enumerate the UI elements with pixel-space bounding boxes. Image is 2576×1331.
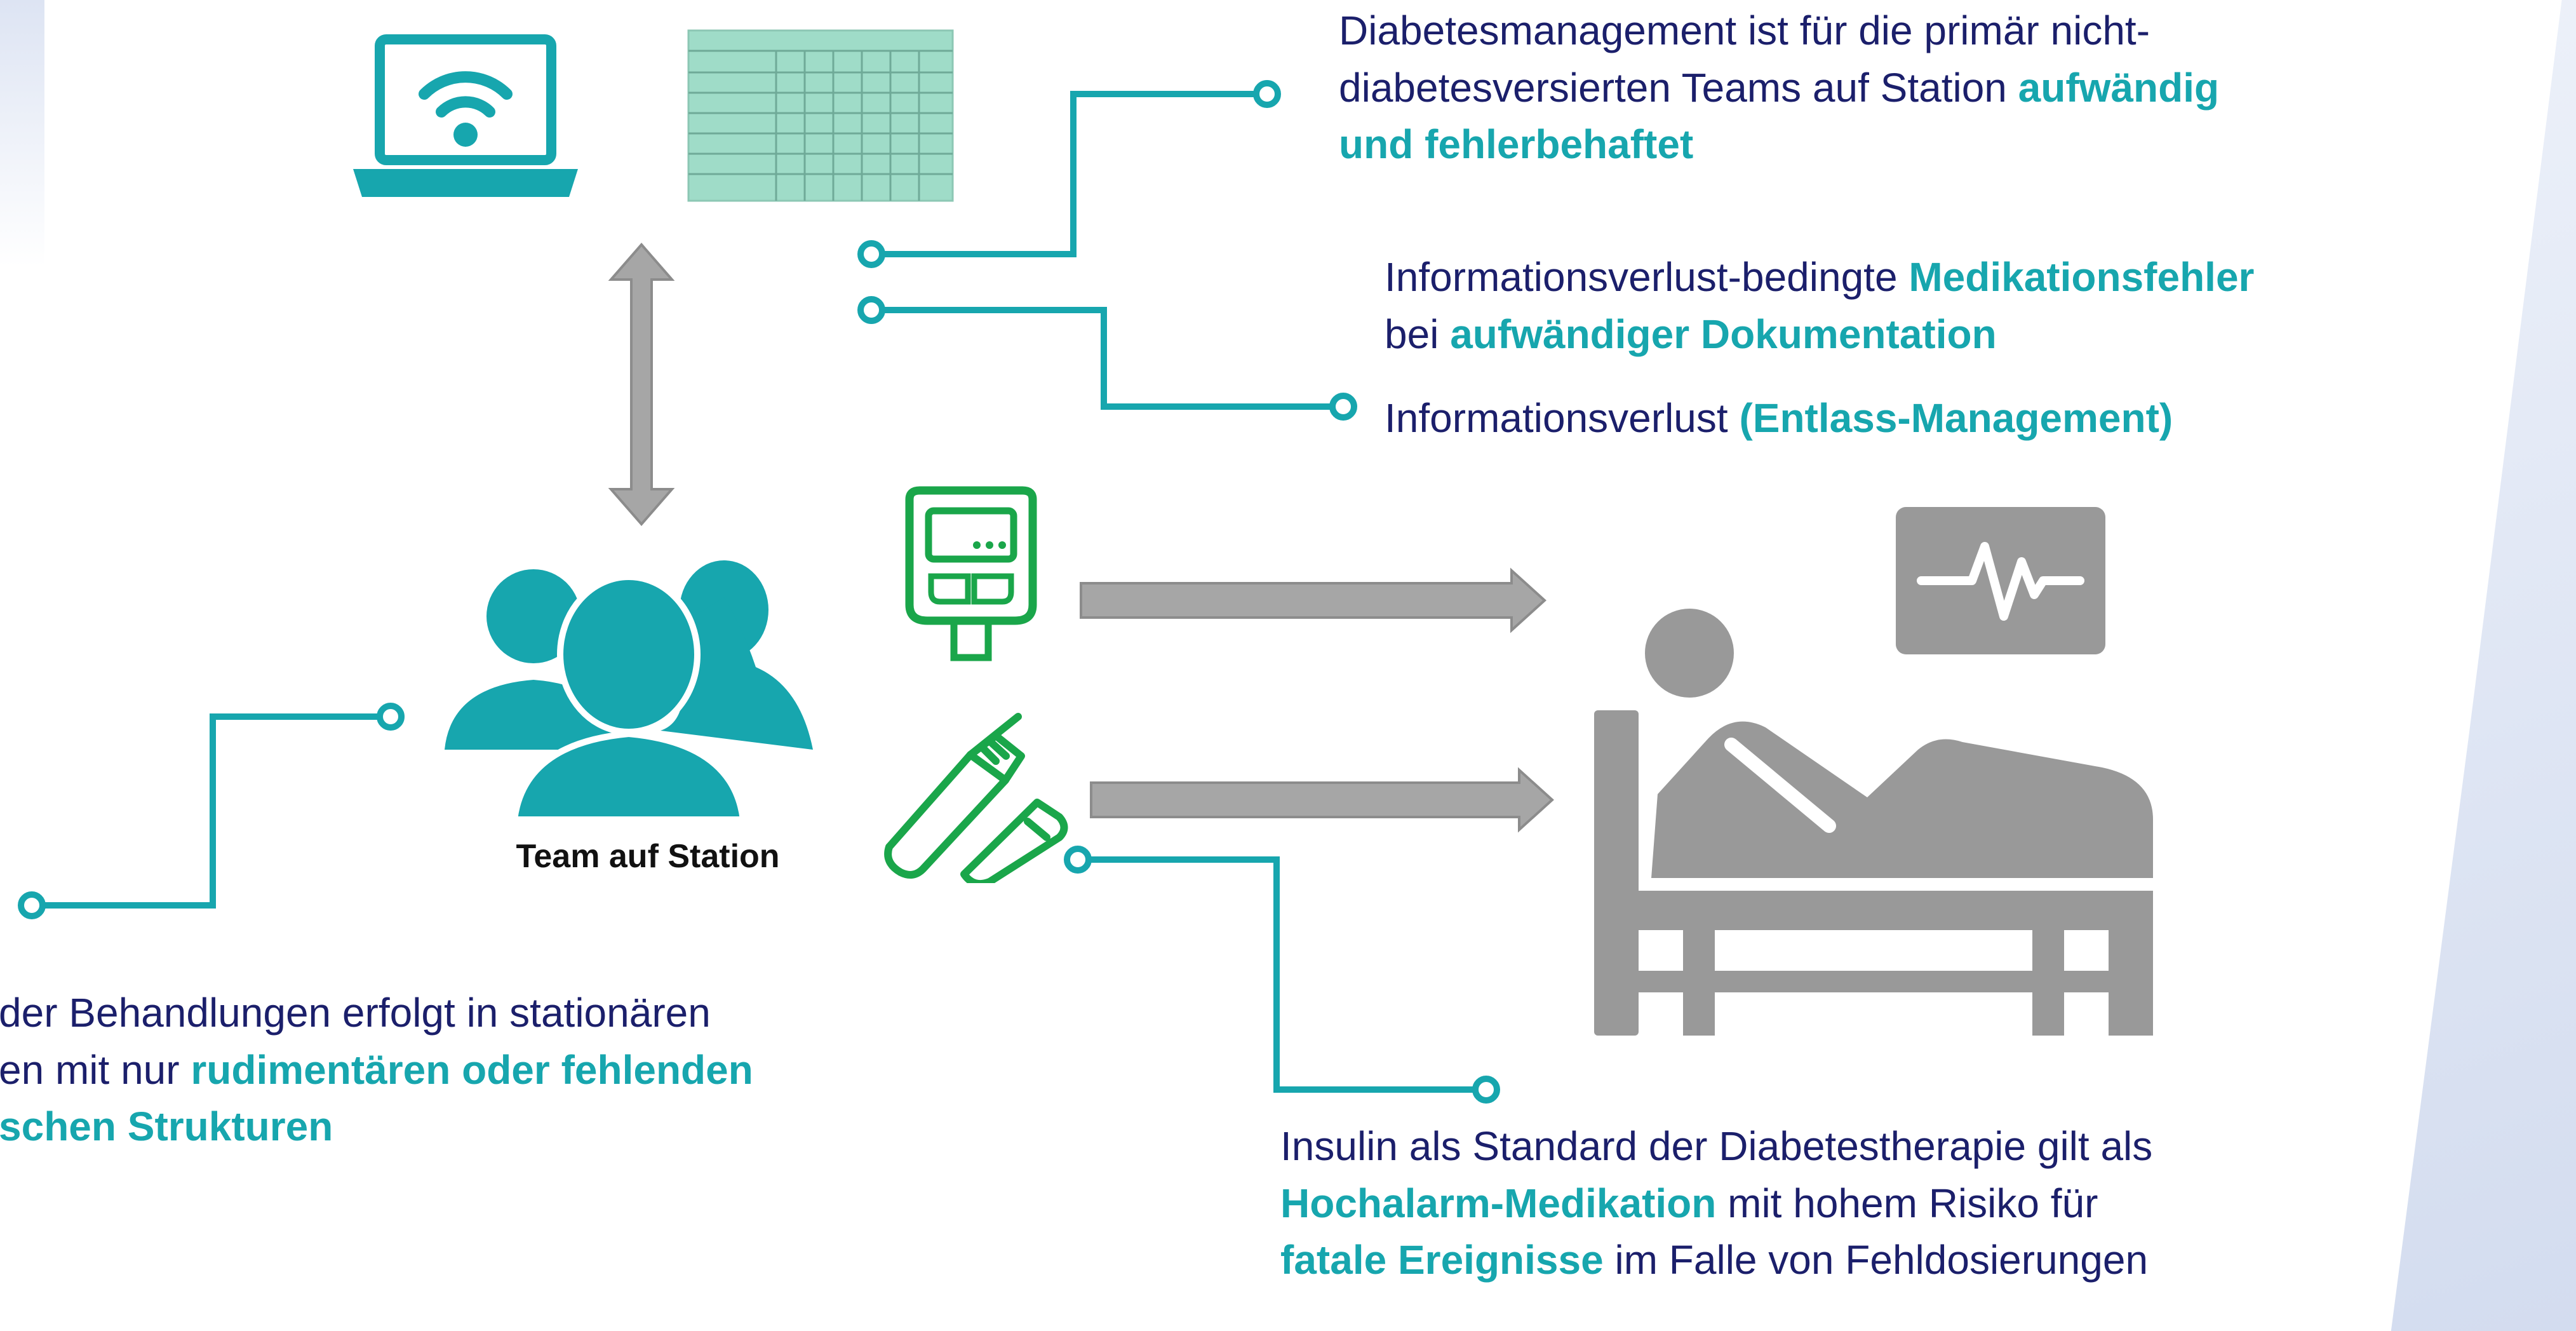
glucose-meter-icon <box>905 486 1037 661</box>
arrow-right-2 <box>1090 767 1554 833</box>
connector-dot <box>1329 393 1357 421</box>
connector-dot <box>1472 1076 1500 1104</box>
connector-dot <box>1253 80 1281 108</box>
connector-line-2 <box>871 307 1340 410</box>
connector-line-4 <box>1078 856 1483 1093</box>
connector-dot <box>857 296 885 324</box>
connector-dot <box>18 891 46 919</box>
text-block-treatment-structures: der Behandlungen erfolgt in stationären … <box>0 990 753 1150</box>
background-shade-left <box>0 0 44 267</box>
connector-line-3 <box>32 713 391 909</box>
connector-dot <box>1064 846 1092 874</box>
insulin-pen-icon <box>884 713 1068 883</box>
double-arrow <box>608 242 675 527</box>
text-block-insulin-high-alert: Insulin als Standard der Diabetestherapi… <box>1280 1123 2153 1283</box>
team-icon <box>445 560 813 823</box>
text-block-diabetes-management: Diabetesmanagement ist für die primär ni… <box>1339 8 2220 168</box>
text-block-medication-errors: Informationsverlust-bedingte Medikations… <box>1385 254 2255 357</box>
heart-monitor-icon <box>1896 507 2105 654</box>
text-block-information-loss: Informationsverlust (Entlass-Management) <box>1385 395 2173 441</box>
connector-dot <box>377 703 405 731</box>
paper-chart-icon <box>687 29 954 202</box>
laptop-wifi-icon <box>353 34 578 197</box>
connector-line-1 <box>871 91 1261 257</box>
arrow-right-1 <box>1080 567 1546 633</box>
connector-dot <box>857 240 885 268</box>
team-label: Team auf Station <box>516 838 780 875</box>
patient-bed-icon <box>1594 609 2153 1036</box>
